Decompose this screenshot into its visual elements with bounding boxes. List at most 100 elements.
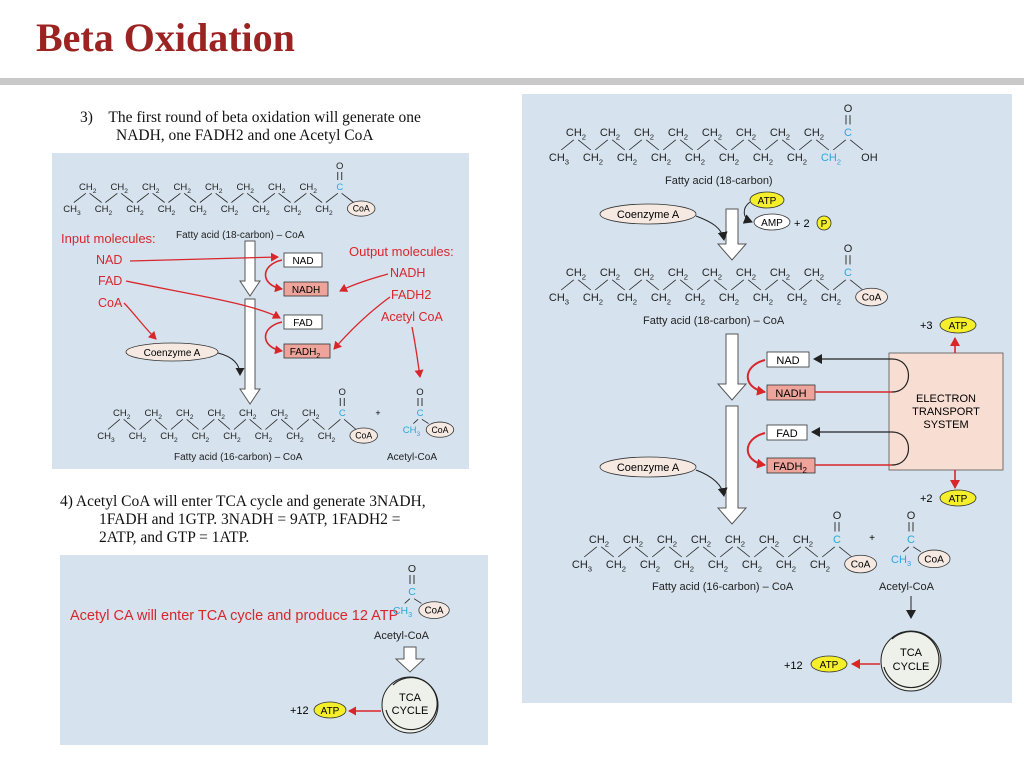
- ch2-group: CH2: [566, 267, 586, 281]
- etc-to-nad-arrow: [813, 354, 909, 393]
- bond: [736, 546, 751, 558]
- bond: [105, 193, 118, 203]
- bond: [296, 419, 310, 430]
- bond: [713, 279, 728, 291]
- atp-badge-plus-12: [810, 655, 848, 673]
- ch2-group: CH2: [300, 182, 318, 195]
- carbonyl-carbon: C: [339, 408, 346, 419]
- bond: [413, 598, 422, 604]
- fatty-acid-16c-coa-label: Fatty acid (16-carbon) – CoA: [652, 581, 794, 593]
- ch3-group: CH3: [549, 152, 569, 166]
- bond: [798, 139, 813, 151]
- cycle-label: CYCLE: [392, 705, 429, 717]
- coa-oval: [917, 549, 951, 569]
- bond: [628, 279, 643, 291]
- bond: [696, 139, 711, 151]
- ch2-group: CH2: [221, 204, 239, 217]
- etc-label-line-2: TRANSPORT: [912, 406, 980, 418]
- fad-box: [283, 314, 323, 330]
- hollow-arrow-icon: [716, 333, 748, 401]
- atp-plus-2-count: +2: [920, 493, 933, 505]
- ch2-group: CH2: [142, 182, 160, 195]
- atp-label: ATP: [949, 494, 968, 505]
- atp-yield-count: +12: [290, 705, 309, 717]
- bond: [781, 279, 796, 291]
- atp-label: ATP: [758, 196, 777, 207]
- etc-label-line-3: SYSTEM: [923, 419, 968, 431]
- ch2-group: CH2: [223, 431, 241, 444]
- carbonyl-oxygen: O: [907, 510, 916, 522]
- bond: [702, 546, 717, 558]
- ch2-group: CH2: [617, 152, 637, 166]
- etc-to-fad-arrow: [811, 427, 909, 466]
- ch2-group: CH2: [668, 267, 688, 281]
- bond: [215, 193, 228, 203]
- ch2-group: CH2: [176, 408, 194, 421]
- note-step-4: 4) Acetyl CoA will enter TCA cycle and g…: [60, 493, 510, 547]
- coenzyme-a-label: Coenzyme A: [144, 348, 201, 359]
- amp-label: AMP: [761, 218, 783, 229]
- tca-note: Acetyl CA will enter TCA cycle and produ…: [70, 608, 398, 624]
- bond: [747, 279, 762, 291]
- coa-label: CoA: [425, 606, 444, 617]
- bond: [651, 546, 666, 558]
- bond: [309, 193, 323, 203]
- atp-badge: [749, 191, 785, 209]
- phosphate-label: P: [821, 219, 828, 230]
- ch2-group: CH2: [668, 127, 688, 141]
- bond: [611, 139, 626, 151]
- bond: [719, 546, 734, 558]
- coenzyme-a-label: Coenzyme A: [617, 462, 680, 474]
- etc-label-line-1: ELECTRON: [916, 393, 976, 405]
- carbonyl-carbon: C: [907, 534, 915, 546]
- bond: [679, 139, 694, 151]
- bond: [600, 546, 615, 558]
- nad-label: NAD: [776, 355, 799, 367]
- fad-box: [766, 424, 808, 441]
- ch2-group: CH2: [208, 408, 226, 421]
- ch2-group: CH2: [126, 204, 144, 217]
- bond: [123, 419, 136, 430]
- bond: [764, 279, 779, 291]
- bond: [594, 279, 609, 291]
- tca-label: TCA: [900, 647, 923, 659]
- hollow-arrow-icon: [716, 208, 748, 261]
- atp-plus-12-count: +12: [784, 660, 803, 672]
- output-item-fadh2: FADH2: [391, 288, 431, 302]
- ch3-group: CH3: [403, 425, 421, 438]
- fad-label: FAD: [293, 318, 312, 329]
- carbonyl-oxygen: O: [844, 103, 853, 115]
- ch2-group: CH2: [702, 267, 722, 281]
- bond: [199, 193, 213, 203]
- input-item-coa: CoA: [98, 296, 123, 310]
- bond: [154, 419, 168, 430]
- hollow-arrow-icon: [716, 405, 748, 525]
- output-nadh-arrow: [339, 273, 389, 292]
- ch2-group: CH2: [318, 431, 336, 444]
- bond: [730, 139, 745, 151]
- ch2-group: CH2: [804, 127, 824, 141]
- ch2-group: CH2: [617, 292, 637, 306]
- bond: [404, 598, 411, 604]
- atp-label: ATP: [949, 321, 968, 332]
- ch2-group: CH2: [271, 408, 289, 421]
- bond: [170, 419, 184, 430]
- note-3-line-1: The first round of beta oxidation will g…: [108, 109, 421, 126]
- bond: [747, 139, 762, 151]
- bottom-diagram-panel: Acetyl CA will enter TCA cycle and produ…: [60, 555, 488, 745]
- ch2-group: CH2: [174, 182, 192, 195]
- coenzyme-a-label-top: Coenzyme A: [617, 209, 680, 221]
- input-coa-arrow: [123, 302, 157, 340]
- ch2-group: CH2: [736, 127, 756, 141]
- tca-cycle-arrow-icon: [883, 630, 940, 689]
- carbonyl-oxygen: O: [336, 161, 343, 172]
- ch2-group: CH2: [793, 534, 813, 548]
- bond: [679, 279, 694, 291]
- nad-box: [766, 351, 810, 368]
- carbonyl-oxygen: O: [416, 387, 423, 398]
- ch2-group: CH2: [160, 431, 178, 444]
- bond: [685, 546, 700, 558]
